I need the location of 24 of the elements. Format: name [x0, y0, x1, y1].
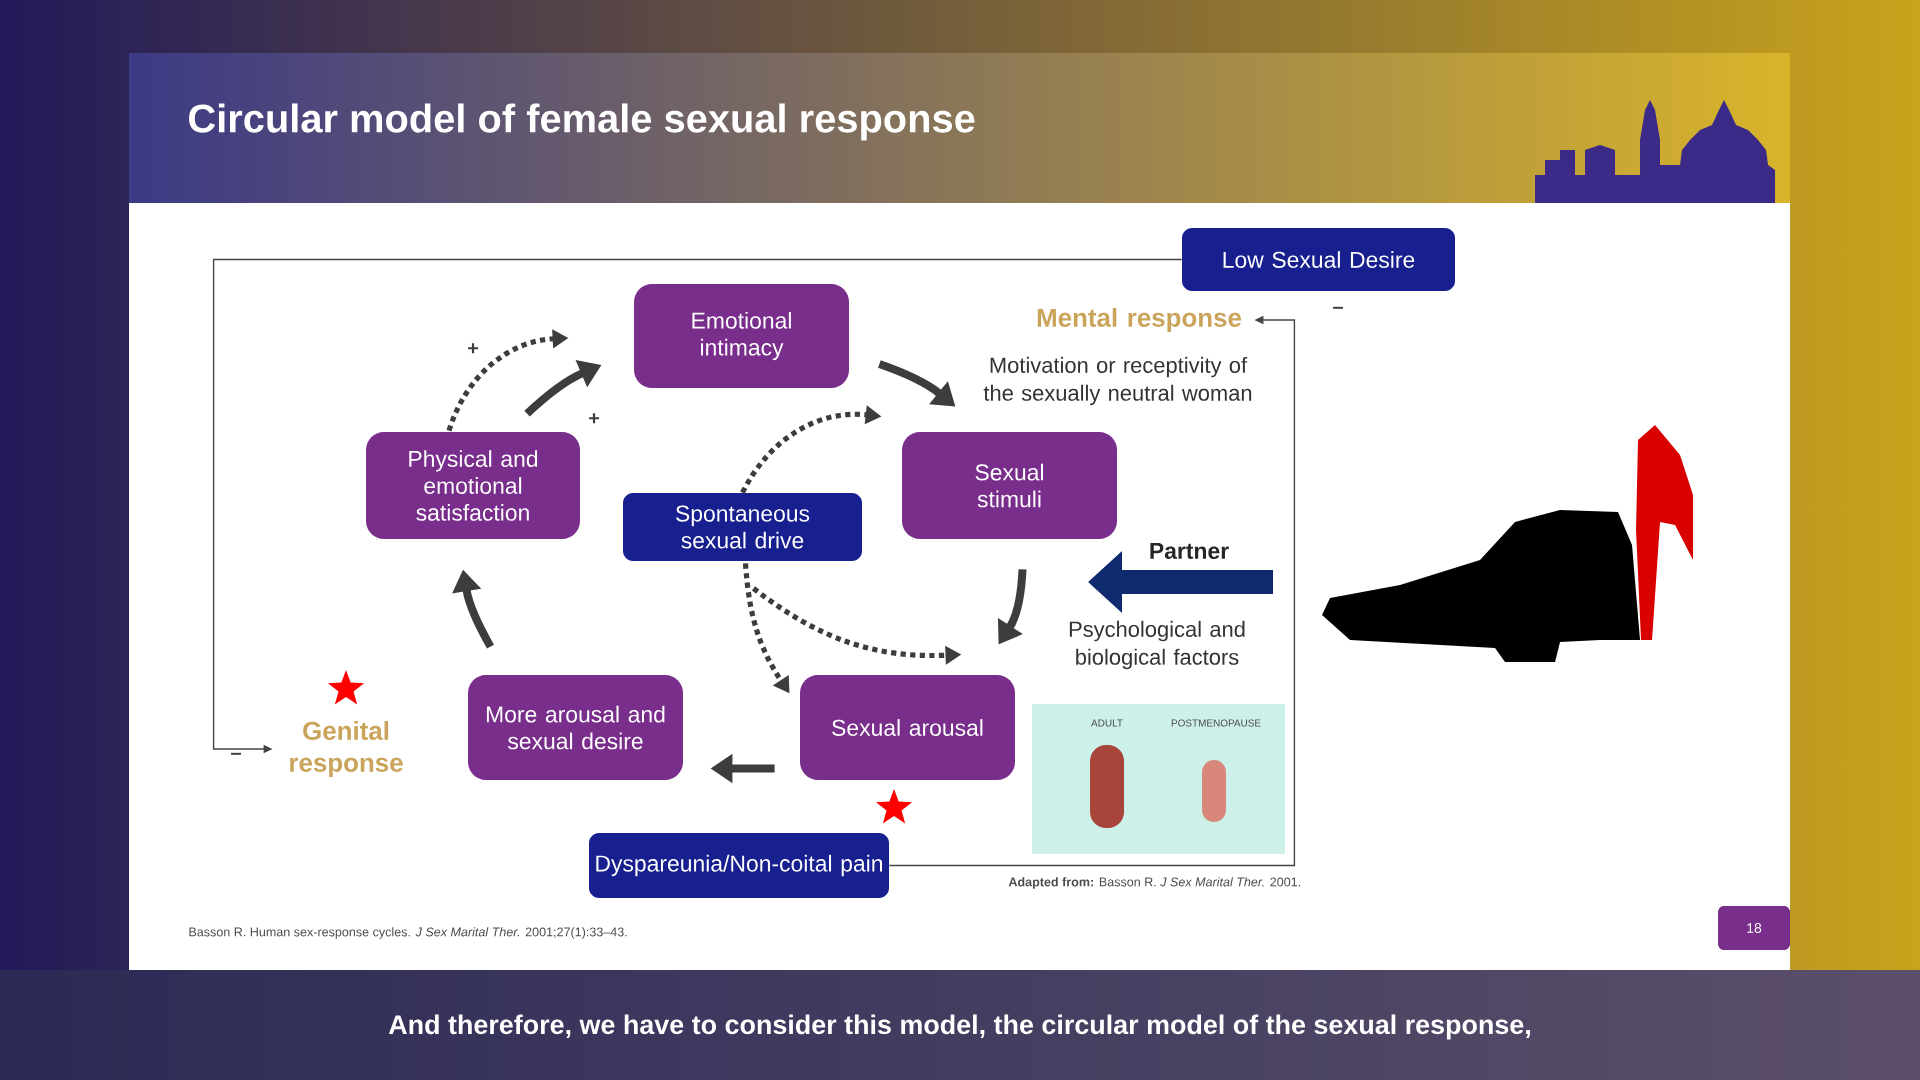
response-label: Genital response [290, 721, 403, 777]
process-box: Low Sexual Desire [1182, 228, 1455, 291]
process-box: Sexual stimuli [902, 432, 1117, 539]
note-text: Motivation or receptivity of the sexually neutral woman [983, 356, 1252, 406]
process-box: More arousal and sexual desire [468, 675, 683, 780]
slide-title: Circular model of female sexual response [189, 103, 975, 141]
process-box: Sexual arousal [800, 675, 1015, 780]
edge-label: + [589, 413, 600, 424]
process-box: Spontaneous sexual drive [623, 493, 862, 561]
process-box: Dyspareunia/Non-coital pain [589, 833, 889, 898]
edge-label: – [231, 752, 241, 755]
edge-label: – [1333, 306, 1343, 309]
process-box: Emotional intimacy [634, 284, 849, 388]
figure-label: ADULT [1091, 719, 1123, 727]
process-box: Physical and emotional satisfaction [366, 432, 580, 539]
edge-label: + [468, 343, 479, 354]
figure-label: POSTMENOPAUSE [1171, 719, 1261, 727]
source-note: Adapted from: Basson R. J Sex Marital Ther. 2001. [1008, 877, 1300, 889]
note-text: Psychological and biological factors [1069, 620, 1245, 670]
page-number-badge: 18 [1718, 906, 1790, 950]
arrow-label: Partner [1150, 543, 1229, 559]
subtitle-text: And therefore, we have to consider this model, the circular model of the sexual response, [388, 1014, 1530, 1040]
response-label: Mental response [1037, 307, 1242, 333]
reference-text: Basson R. Human sex-response cycles. J Sex Marital Ther. 2001;27(1):33–43. [189, 927, 627, 939]
